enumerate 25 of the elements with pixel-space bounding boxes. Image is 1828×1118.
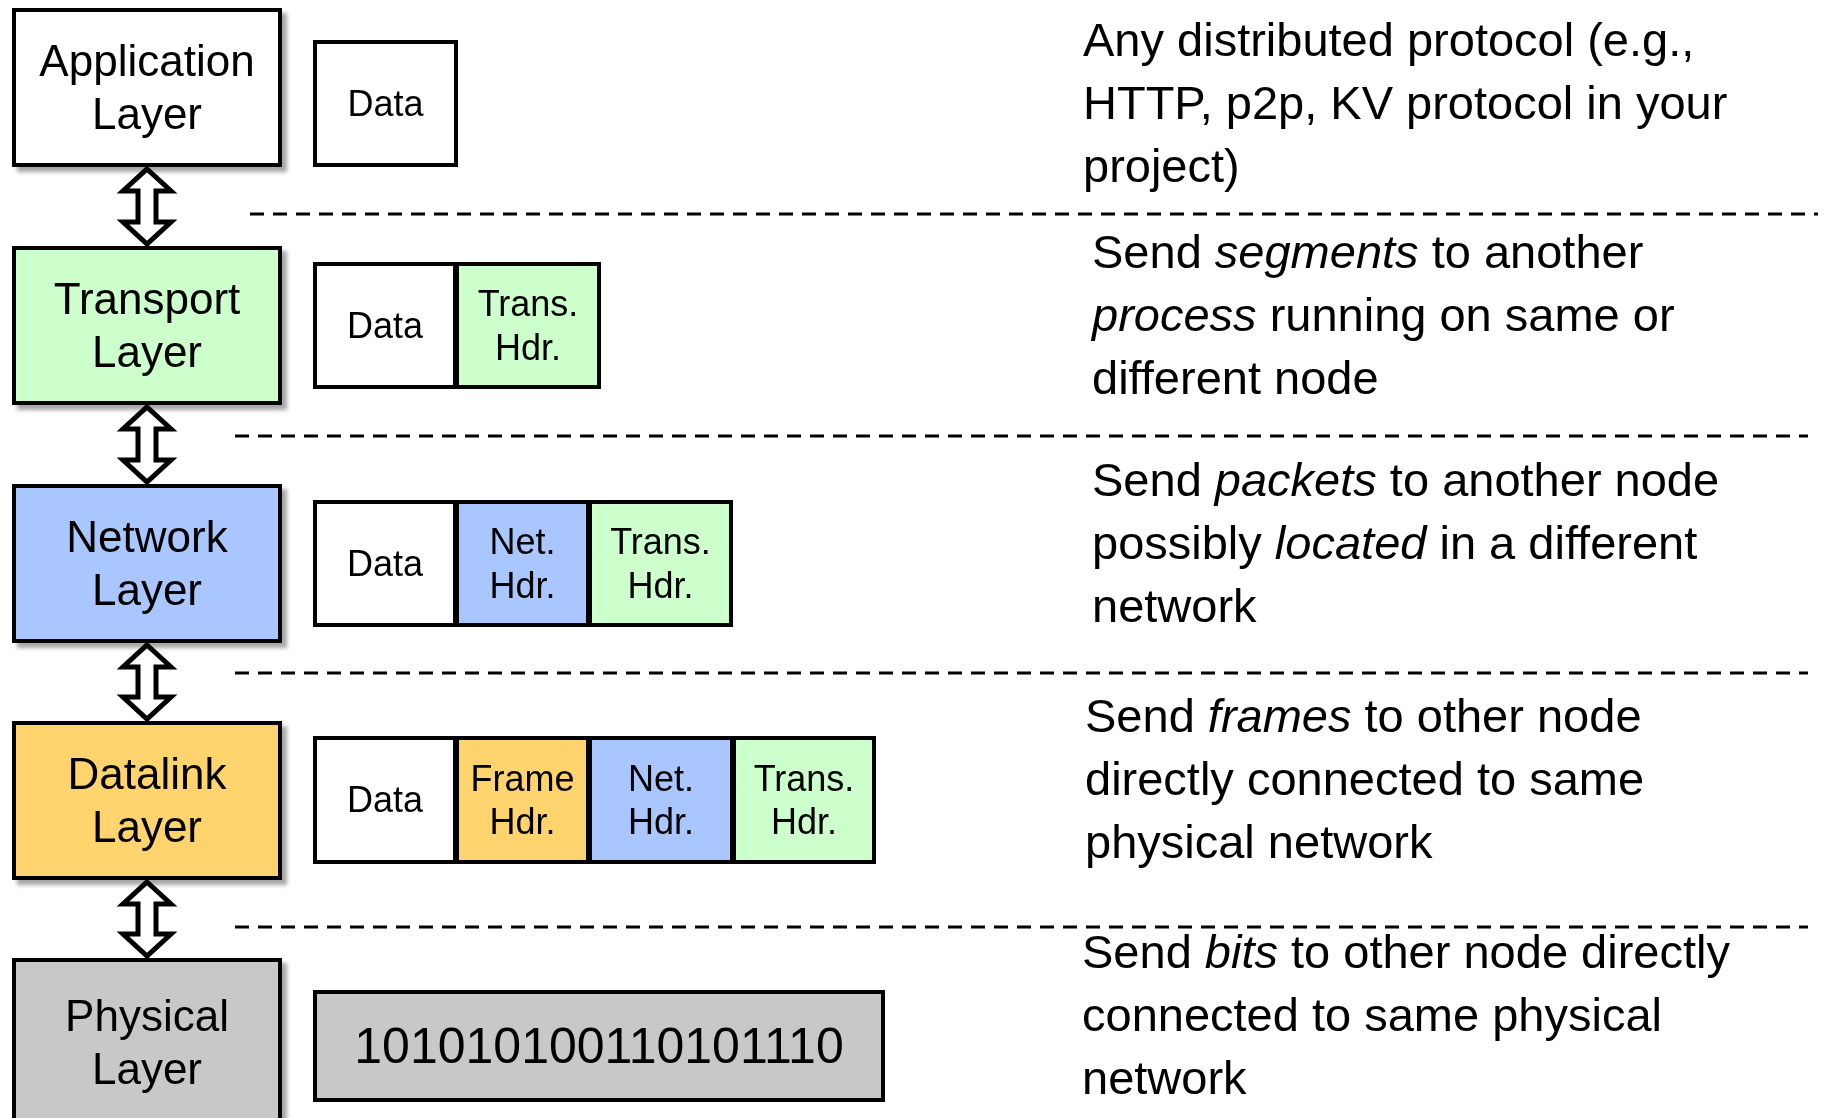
layer-description: Any distributed protocol (e.g., HTTP, p2p, KV protocol in your project)	[1083, 12, 1729, 194]
double-arrow	[116, 641, 178, 723]
layer-description: Send packets to another node possibly located in a different network	[1092, 452, 1721, 634]
double-arrow	[116, 165, 178, 248]
packet-field: Data	[313, 262, 457, 389]
packet-field: Data	[313, 736, 457, 864]
layer-box: Physical Layer	[12, 958, 282, 1118]
packet-field: Data	[313, 500, 457, 627]
packet-field: Data	[313, 40, 458, 167]
bit-stream-box: 101010100110101110	[313, 990, 885, 1102]
packet-field: Frame Hdr.	[455, 736, 590, 864]
packet-field: Trans. Hdr.	[588, 500, 733, 627]
layer-description: Send frames to other node directly connected to same physical network	[1085, 688, 1646, 870]
layer-box: Application Layer	[12, 8, 282, 167]
layer-description: Send segments to another process running on same or different node	[1092, 224, 1676, 406]
packet-field: Net. Hdr.	[455, 500, 590, 627]
layer-box: Transport Layer	[12, 246, 282, 405]
packet-field: Net. Hdr.	[588, 736, 734, 864]
packet-field: Trans. Hdr.	[732, 736, 876, 864]
packet-field: Trans. Hdr.	[455, 262, 601, 389]
double-arrow	[116, 878, 178, 960]
double-arrow	[116, 403, 178, 486]
layer-box: Network Layer	[12, 484, 282, 643]
layer-box: Datalink Layer	[12, 721, 282, 880]
layer-description: Send bits to other node directly connected to same physical network	[1082, 924, 1731, 1106]
